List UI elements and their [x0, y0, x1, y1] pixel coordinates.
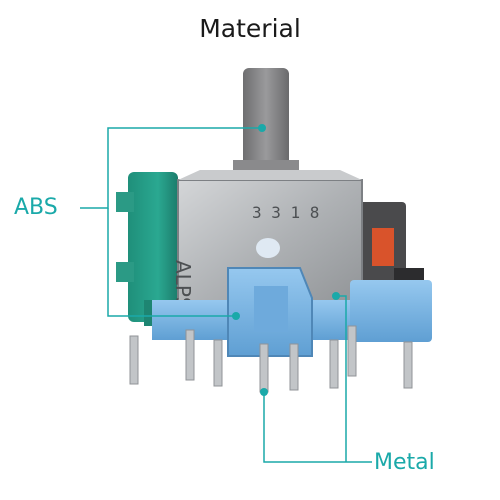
svg-text:3 3 1 8: 3 3 1 8	[252, 203, 319, 222]
page-title: Material	[199, 14, 301, 43]
shaft	[233, 68, 299, 182]
abs-label: ABS	[14, 195, 58, 220]
metal-label: Metal	[374, 450, 435, 475]
metal-pins	[129, 325, 413, 393]
annotation-lines	[80, 124, 372, 463]
